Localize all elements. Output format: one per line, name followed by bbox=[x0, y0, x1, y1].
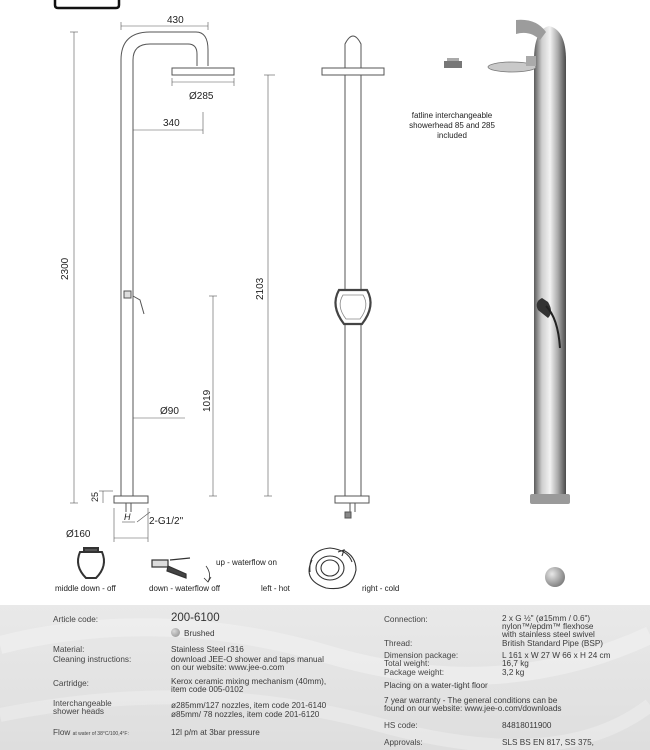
cartridge-label: Cartridge: bbox=[53, 679, 89, 688]
heads-line-2: ø85mm/ 78 nozzles, item code 201-6120 bbox=[171, 710, 320, 719]
side-view bbox=[321, 35, 385, 519]
cleaning-line-2: on our website: www.jee-o.com bbox=[171, 663, 285, 672]
connection-line-3: with stainless steel swivel bbox=[502, 630, 595, 639]
note-line-2: showerhead 85 and 285 bbox=[409, 121, 495, 130]
dim-connection: 2-G1/2" bbox=[149, 516, 184, 527]
dim-top-width: 430 bbox=[167, 15, 184, 26]
dim-plate-height: 25 bbox=[90, 492, 100, 502]
specifications-panel: Article code: 200-6100 Brushed Material:… bbox=[0, 605, 650, 750]
dim-head-diameter: Ø285 bbox=[189, 91, 214, 102]
flow-arrow-icon bbox=[203, 565, 212, 583]
material-value: Stainless Steel r316 bbox=[171, 645, 244, 654]
dimpack-value: L 161 x W 27 W 66 x H 24 cm bbox=[502, 651, 611, 660]
heads-label-1: Interchangeable bbox=[53, 699, 112, 708]
weight-label: Total weight: bbox=[384, 659, 430, 668]
dim-head-offset: 340 bbox=[163, 118, 180, 129]
hs-value: 84818011900 bbox=[502, 721, 552, 730]
flow-note: at water of 38°C/100,4°F: bbox=[72, 731, 129, 737]
legend-left: left - hot bbox=[261, 584, 291, 593]
legend-middle: middle down - off bbox=[55, 584, 117, 593]
dimpack-label: Dimension package: bbox=[384, 651, 459, 660]
legend-up: up - waterflow on bbox=[216, 558, 277, 567]
finish-label: Brushed bbox=[184, 629, 215, 638]
cleaning-label: Cleaning instructions: bbox=[53, 655, 132, 664]
brushed-swatch-icon bbox=[171, 628, 180, 637]
flow-value: 12l p/m at 3bar pressure bbox=[171, 728, 260, 737]
dim-pipe-diameter: Ø90 bbox=[160, 406, 179, 417]
finish: Brushed bbox=[171, 628, 215, 639]
connection-line-2: nylon™/epdm™ flexhose bbox=[502, 622, 594, 631]
warranty-line-1: 7 year warranty - The general conditions… bbox=[384, 696, 558, 705]
front-view bbox=[113, 31, 235, 512]
warranty-line-2: found on our website: www.jee-o.com/down… bbox=[384, 704, 562, 713]
heads-line-1: ø285mm/127 nozzles, item code 201-6140 bbox=[171, 701, 327, 710]
placing-note: Placing on a water-tight floor bbox=[384, 681, 488, 690]
background-wave bbox=[0, 618, 650, 750]
approvals-value: SLS BS EN 817, SS 375, bbox=[502, 738, 594, 747]
finish-swatch-icon bbox=[545, 567, 565, 587]
dim-h-label: H bbox=[124, 512, 131, 522]
weight-value: 16,7 kg bbox=[502, 659, 529, 668]
front-dimensions bbox=[70, 22, 235, 542]
thread-value: British Standard Pipe (BSP) bbox=[502, 639, 604, 648]
approvals-label: Approvals: bbox=[384, 738, 423, 747]
cleaning-line-1: download JEE-O shower and taps manual bbox=[171, 655, 324, 664]
legend-right: right - cold bbox=[362, 584, 399, 593]
dim-total-height: 2300 bbox=[60, 257, 71, 280]
article-value: 200-6100 bbox=[171, 612, 220, 624]
connection-line-1: 2 x G ½" (ø15mm / 0.6") bbox=[502, 614, 591, 623]
flow-label: Flow at water of 38°C/100,4°F: bbox=[53, 728, 129, 739]
product-render bbox=[444, 19, 570, 504]
connection-label: Connection: bbox=[384, 615, 428, 624]
side-dimensions bbox=[264, 74, 275, 497]
thread-label: Thread: bbox=[384, 639, 413, 648]
dim-mixer-height: 1019 bbox=[202, 389, 213, 412]
technical-drawing: 430 Ø285 340 2300 1019 Ø90 25 Ø160 H 2-G… bbox=[53, 0, 570, 593]
middle-down-icon bbox=[77, 547, 105, 579]
cartridge-line-1: Kerox ceramic mixing mechanism (40mm), bbox=[171, 677, 327, 686]
article-label: Article code: bbox=[53, 615, 99, 624]
flow-label-text: Flow bbox=[53, 728, 71, 737]
pkgweight-label: Package weight: bbox=[384, 668, 445, 677]
legend-down: down - waterflow off bbox=[149, 584, 221, 593]
cartridge-line-2: item code 005-0102 bbox=[171, 685, 244, 694]
dim-head-height: 2103 bbox=[255, 277, 266, 300]
note-line-1: fatline interchangeable bbox=[412, 111, 493, 120]
material-label: Material: bbox=[53, 645, 85, 654]
hs-label: HS code: bbox=[384, 721, 418, 730]
pkgweight-value: 3,2 kg bbox=[502, 668, 525, 677]
note-line-3: included bbox=[437, 131, 467, 140]
heads-label-2: shower heads bbox=[53, 707, 104, 716]
dim-base-diameter: Ø160 bbox=[66, 529, 91, 540]
lever-down-icon bbox=[151, 557, 191, 579]
hot-cold-rotation-icon bbox=[308, 547, 357, 590]
logo-box-fragment bbox=[53, 0, 121, 10]
